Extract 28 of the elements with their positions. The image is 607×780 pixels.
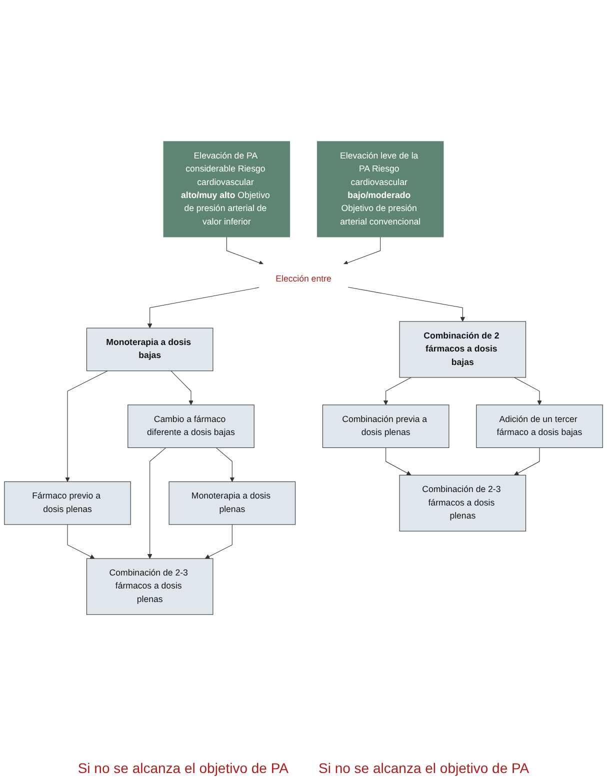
- arrow: [204, 524, 232, 559]
- node-box: Combinación de 2 fármacos a dosis bajas: [399, 321, 526, 378]
- node-box: Combinación de 2-3 fármacos a dosis plenas: [399, 474, 526, 532]
- arrow: [514, 377, 542, 406]
- arrow: [386, 447, 412, 476]
- node-box: Adición de un tercer fármaco a dosis bajas: [476, 404, 603, 448]
- node-box: Cambio a fármaco diferente a dosis bajas: [128, 404, 254, 448]
- node-box: Fármaco previo a dosis plenas: [4, 481, 131, 525]
- node-box: Monoterapia a dosis bajas: [86, 328, 214, 372]
- note-text: Si no se alcanza el objetivo de PA: [78, 760, 288, 776]
- node-box: Monoterapia a dosis plenas: [168, 481, 296, 525]
- arrow: [65, 370, 108, 482]
- arrow: [67, 524, 95, 559]
- arrow: [147, 447, 166, 559]
- node-text: Elección entre: [276, 274, 332, 284]
- node-box: Combinación previa a dosis plenas: [322, 404, 450, 448]
- arrow: [147, 287, 260, 328]
- node-box: Elevación de PA considerable Riesgo cardiovascular alto/muy alto Objetivo de presión arterial de valor inferior: [163, 141, 290, 238]
- node-box: Combinación de 2-3 fármacos a dosis plenas: [86, 558, 214, 615]
- arrow: [514, 447, 540, 476]
- arrow: [383, 377, 412, 406]
- arrow: [216, 447, 235, 482]
- arrow: [343, 236, 381, 266]
- arrow: [170, 370, 194, 406]
- arrow: [226, 236, 264, 266]
- note-text: Si no se alcanza el objetivo de PA: [318, 760, 530, 776]
- node-box: Elevación leve de la PA Riesgo cardiovascular bajo/moderado Objetivo de presión arterial convencional: [316, 141, 444, 238]
- arrow: [348, 286, 466, 322]
